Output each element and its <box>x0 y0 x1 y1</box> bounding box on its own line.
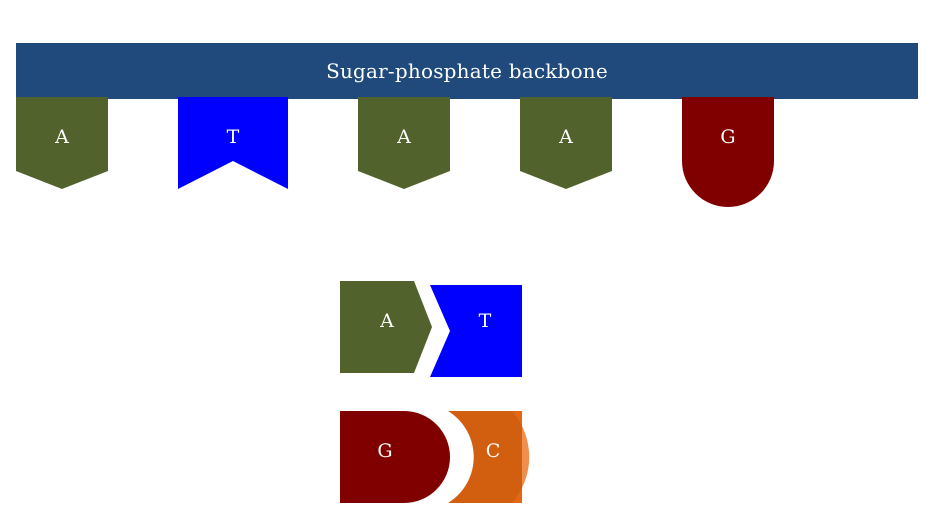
thymine-shape <box>430 285 522 377</box>
adenine-shape <box>520 97 612 189</box>
base-label: T <box>227 126 240 148</box>
pair-right-label: T <box>479 310 492 332</box>
pair-right-label: C <box>486 440 501 462</box>
base-label: G <box>720 126 735 148</box>
base-pair-a-t: A T <box>340 281 522 377</box>
thymine-shape <box>178 97 288 189</box>
pair-left-label: G <box>377 440 392 462</box>
sugar-phosphate-backbone: Sugar-phosphate backbone <box>16 43 918 99</box>
base-pair-g-c: G C <box>340 411 530 503</box>
strand-base-2: T <box>178 97 288 189</box>
guanine-shape <box>340 411 450 503</box>
strand-base-5: G <box>682 97 774 207</box>
guanine-shape <box>682 97 774 207</box>
strand-base-4: A <box>520 97 612 189</box>
pair-left-label: A <box>379 310 394 332</box>
cytosine-edge <box>512 411 530 503</box>
strand-base-1: A <box>16 97 108 189</box>
adenine-shape <box>16 97 108 189</box>
backbone-label: Sugar-phosphate backbone <box>326 59 608 83</box>
adenine-shape <box>358 97 450 189</box>
strand-base-3: A <box>358 97 450 189</box>
base-label: A <box>558 126 573 148</box>
adenine-shape <box>340 281 432 373</box>
base-label: A <box>54 126 69 148</box>
cytosine-shape <box>448 411 522 503</box>
base-label: A <box>396 126 411 148</box>
